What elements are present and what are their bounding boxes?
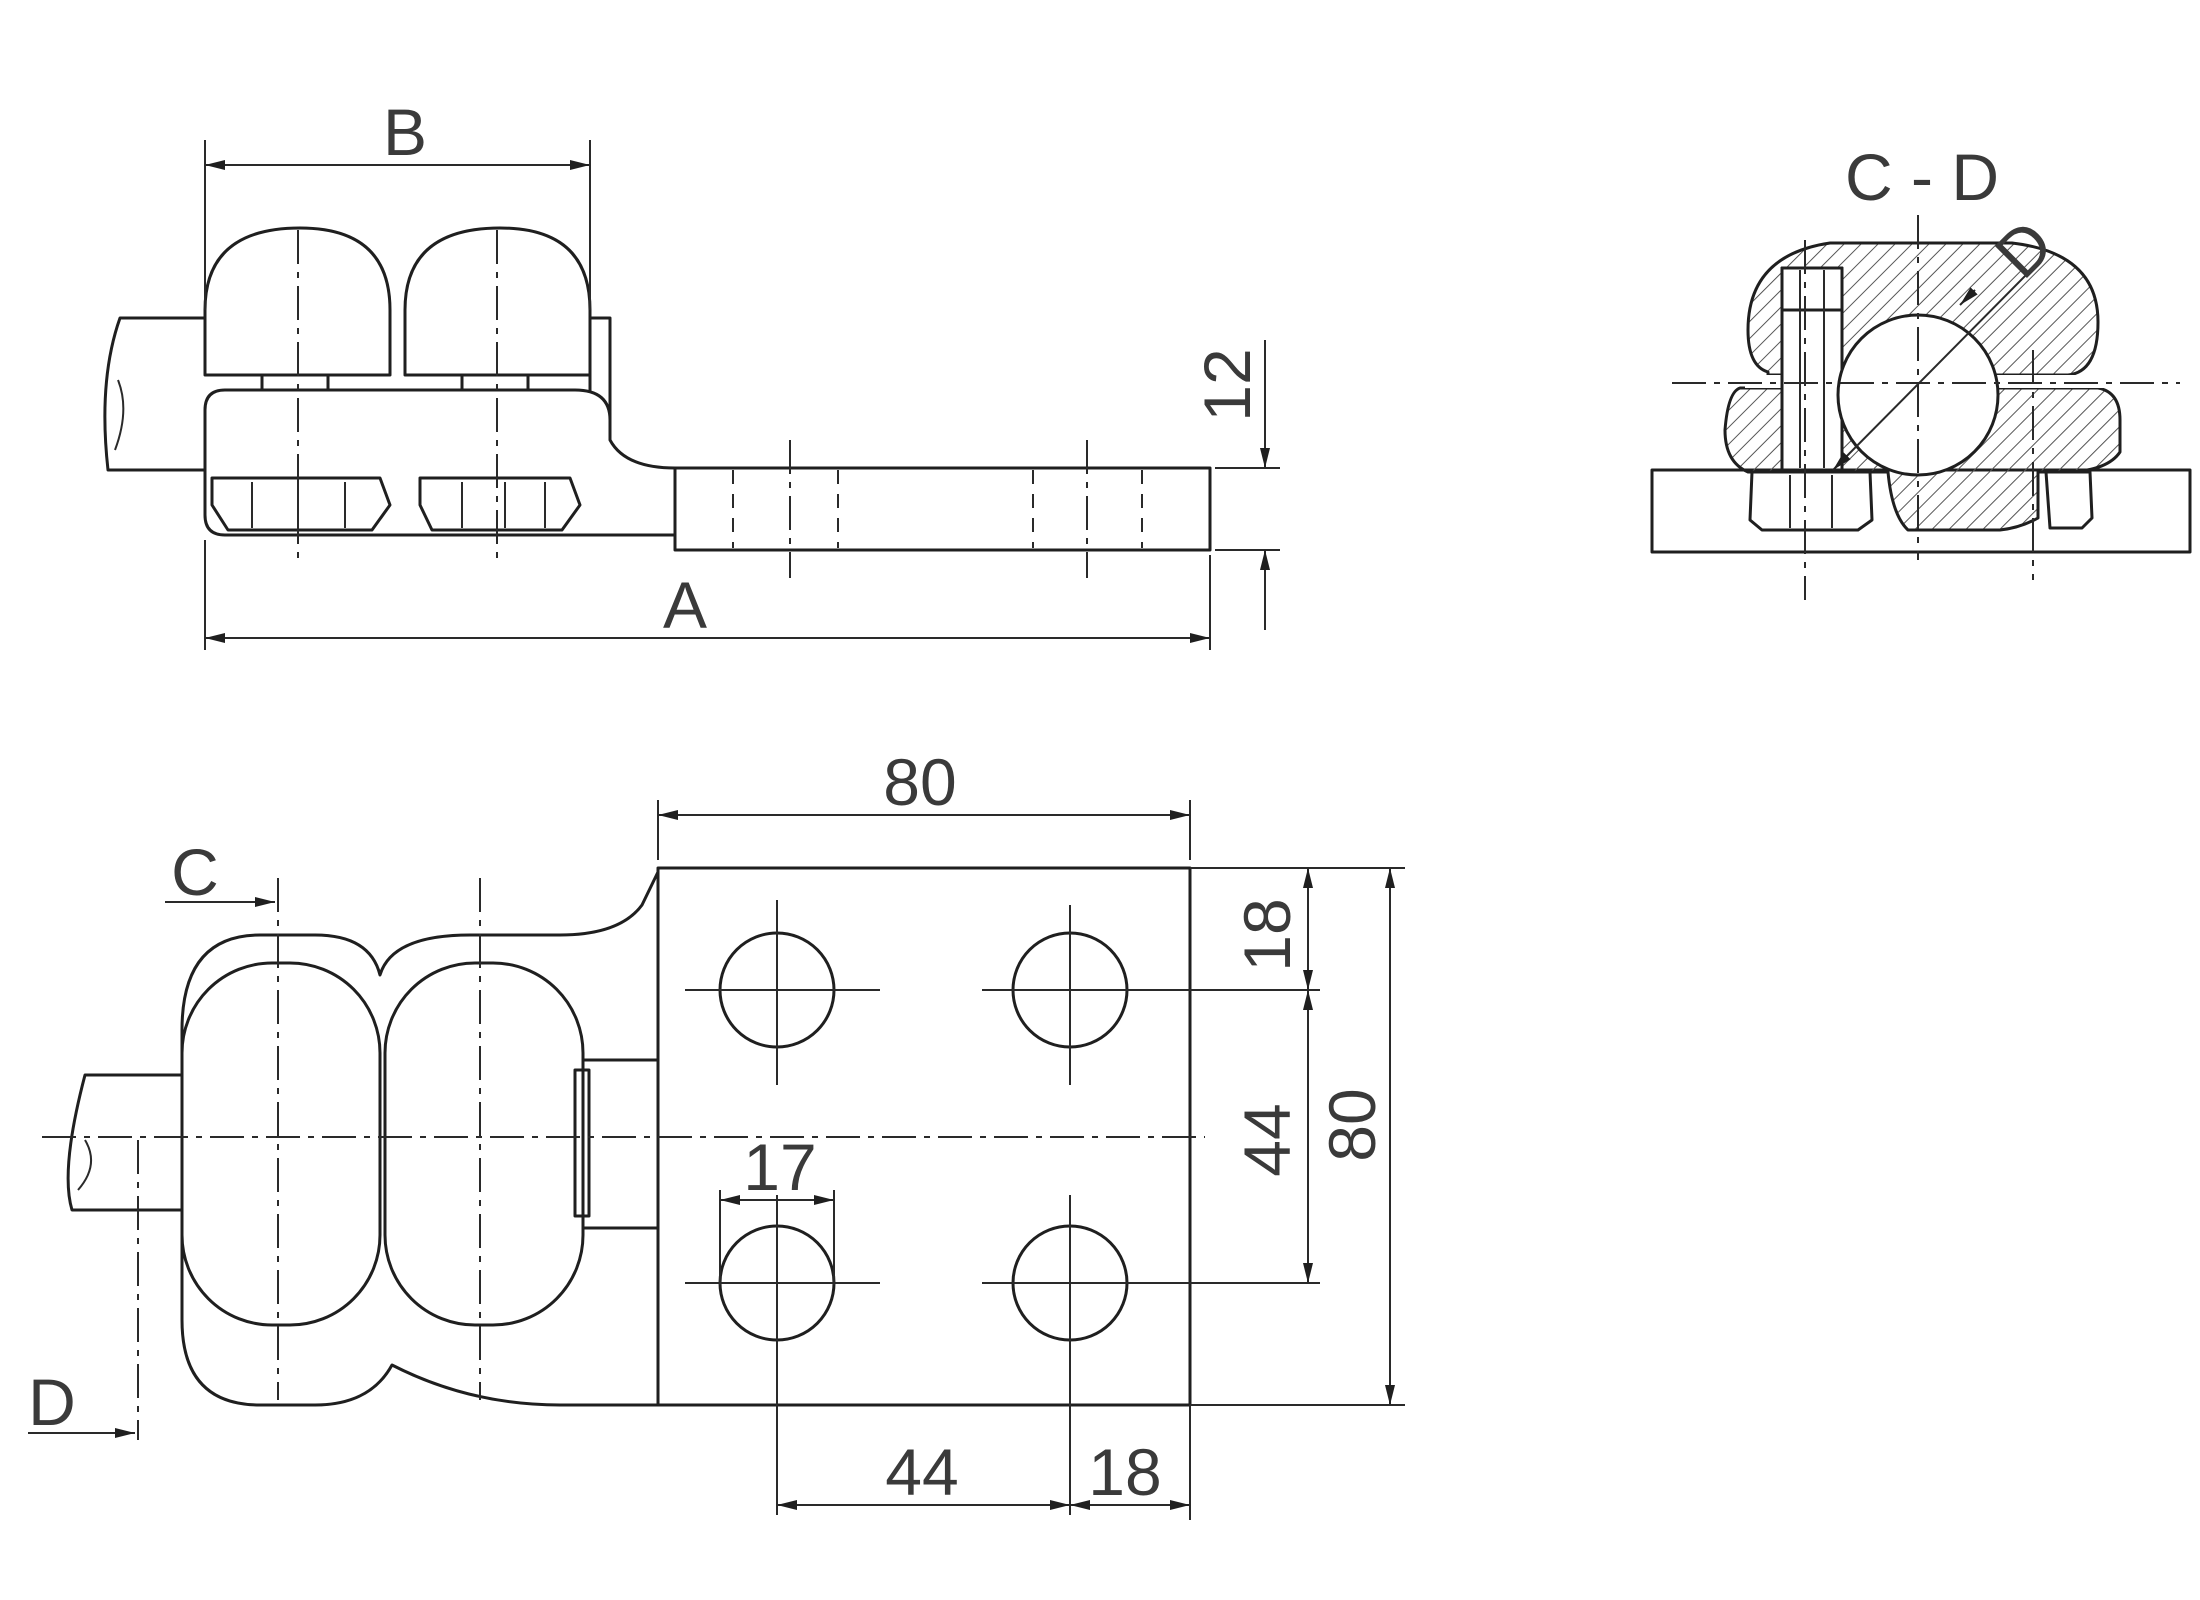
dim-pad-width-label: 80 [883, 745, 956, 819]
dim-right-edge-label: 18 [1088, 1435, 1161, 1509]
side-view: B A 12 [103, 95, 1280, 650]
dim-hole-label: 17 [743, 1130, 816, 1204]
dim-thickness-label: 12 [1190, 348, 1264, 421]
plan-view: C D 80 18 44 80 17 44 18 [28, 745, 1405, 1520]
dim-pitch-v-label: 44 [1230, 1103, 1304, 1176]
section-title: C - D [1845, 140, 1999, 214]
dim-top-edge-label: 18 [1230, 898, 1304, 971]
dim-b-label: B [383, 95, 427, 169]
cut-d-label: D [28, 1365, 76, 1439]
dim-pad-height-label: 80 [1315, 1088, 1389, 1161]
cut-c-label: C [171, 835, 219, 909]
section-view: C - D D [1650, 140, 2192, 600]
dim-pitch-h-label: 44 [885, 1435, 958, 1509]
dim-a-label: A [663, 568, 707, 642]
